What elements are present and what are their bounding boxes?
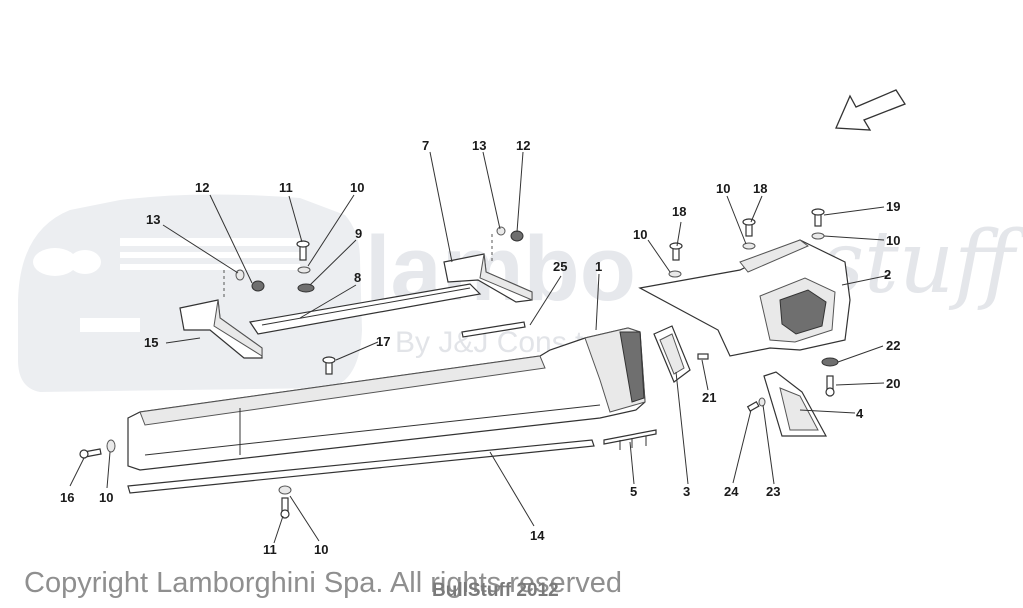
part-5-clip — [603, 429, 657, 450]
callout-12: 12 — [195, 180, 209, 195]
direction-arrow-icon — [835, 89, 906, 131]
part-1-side-sill — [127, 327, 646, 471]
part-8-trim-plate — [248, 283, 482, 335]
callout-21: 21 — [702, 390, 716, 405]
callout-7: 7 — [422, 138, 429, 153]
bullstuff-credit: BullStuff 2012 — [432, 580, 559, 601]
callout-4: 4 — [856, 406, 864, 421]
bolt-24-icon — [746, 400, 760, 412]
washer-10-icon — [278, 485, 292, 495]
callout-9: 9 — [355, 226, 362, 241]
part-25-rod — [461, 321, 526, 338]
bolt-18-icon — [742, 218, 756, 237]
nut-22-icon — [821, 357, 839, 367]
watermark-logo-script: stuff — [820, 213, 1023, 313]
bolt-21-icon — [697, 353, 709, 360]
callout-19: 19 — [886, 199, 900, 214]
callout-11: 11 — [263, 542, 277, 557]
callout-3: 3 — [683, 484, 690, 499]
callout-22: 22 — [886, 338, 900, 353]
callout-10: 10 — [716, 181, 730, 196]
part-4-vane — [763, 371, 828, 437]
callout-11: 11 — [279, 180, 293, 195]
bolt-20-icon — [825, 375, 835, 397]
callout-10: 10 — [99, 490, 113, 505]
bolt-17-icon — [322, 356, 336, 375]
nut-9-icon — [297, 283, 315, 293]
bolt-11-icon — [296, 240, 310, 261]
callout-10: 10 — [350, 180, 364, 195]
nut-12-icon — [510, 230, 524, 242]
leader-lines — [69, 151, 891, 544]
callout-17: 17 — [376, 334, 390, 349]
callout-15: 15 — [144, 335, 158, 350]
car-silhouette-icon — [18, 194, 362, 392]
washer-10-icon — [668, 270, 682, 278]
callout-14: 14 — [530, 528, 545, 543]
washer-10-icon — [742, 242, 756, 250]
bolt-18-icon — [669, 242, 683, 261]
part-15-bracket — [179, 299, 263, 359]
callout-18: 18 — [672, 204, 686, 219]
fasteners — [79, 208, 839, 519]
washer-10-icon — [106, 439, 116, 453]
callout-13: 13 — [146, 212, 160, 227]
callout-1: 1 — [595, 259, 602, 274]
washer-10-icon — [811, 232, 825, 240]
callout-24: 24 — [724, 484, 739, 499]
callout-20: 20 — [886, 376, 900, 391]
callout-25: 25 — [553, 259, 567, 274]
part-14-bottom-strip — [127, 439, 595, 494]
callout-16: 16 — [60, 490, 74, 505]
callout-18: 18 — [753, 181, 767, 196]
callout-labels: 12 11 10 13 9 8 15 7 13 12 25 1 17 18 10… — [60, 138, 900, 557]
callout-2: 2 — [884, 267, 891, 282]
washer-13-icon — [235, 269, 245, 281]
bolt-11-icon — [280, 497, 290, 519]
nut-12-icon — [251, 280, 265, 292]
part-3-clip — [653, 325, 691, 383]
bolt-16-icon — [79, 448, 102, 459]
part-2-air-intake — [638, 239, 851, 357]
callout-23: 23 — [766, 484, 780, 499]
callout-12: 12 — [516, 138, 530, 153]
bolt-19-icon — [811, 208, 825, 227]
washer-23-icon — [758, 397, 766, 407]
part-7-bracket — [443, 253, 533, 303]
callout-5: 5 — [630, 484, 637, 499]
callout-10: 10 — [314, 542, 328, 557]
copyright-notice: Copyright Lamborghini Spa. All rights re… — [24, 567, 623, 599]
callout-13: 13 — [472, 138, 486, 153]
callout-10: 10 — [633, 227, 647, 242]
callout-10: 10 — [886, 233, 900, 248]
callout-8: 8 — [354, 270, 361, 285]
washer-13-icon — [496, 226, 506, 236]
washer-10-icon — [297, 266, 311, 274]
